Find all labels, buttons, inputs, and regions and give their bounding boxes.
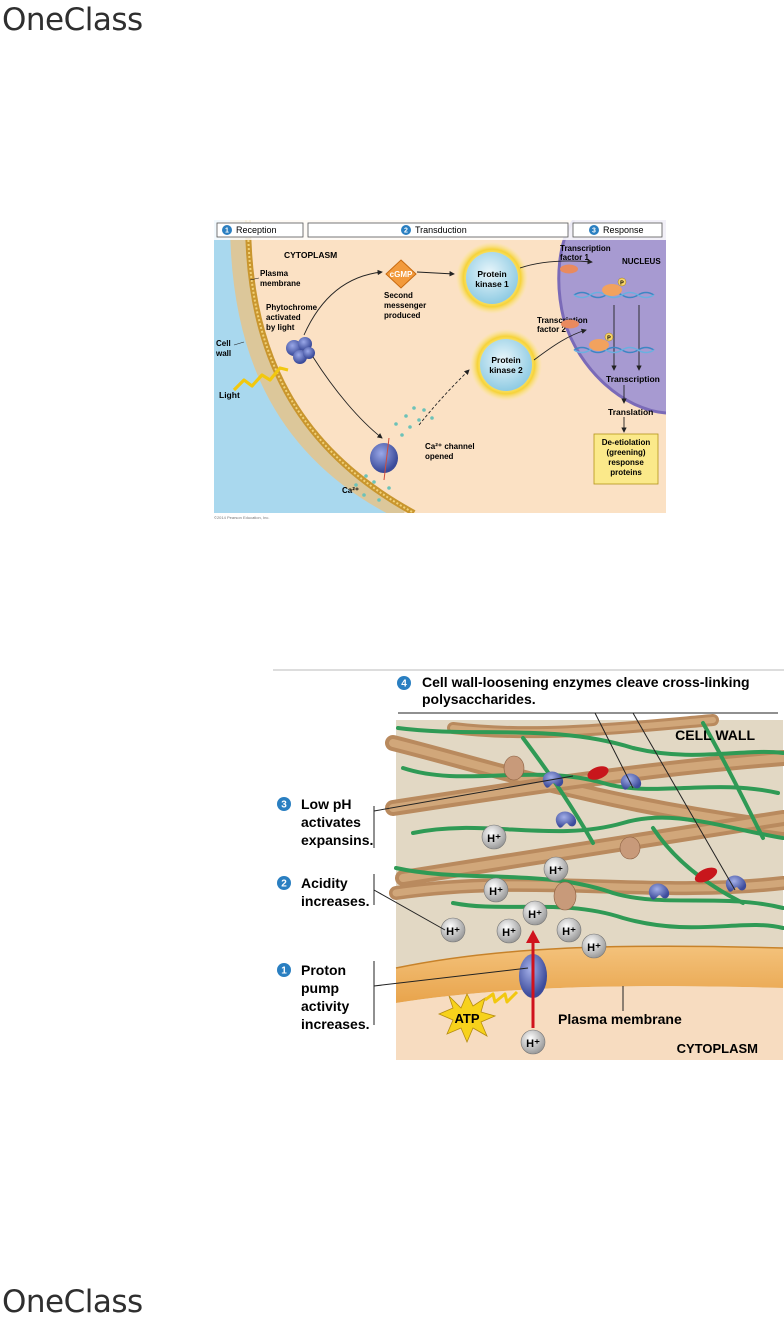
tf2-label-1: Transcription	[537, 316, 588, 325]
brand-name-bottom: OneClass	[2, 1284, 143, 1320]
second-messenger-label-3: produced	[384, 311, 421, 320]
calcium-ions	[354, 406, 434, 502]
ca-channel-label-1: Ca²⁺ channel	[425, 442, 475, 451]
ca-ion-label: Ca²⁺	[342, 486, 359, 495]
response-proteins-1: De-etiolation	[602, 438, 651, 447]
pk2-label-1: Protein	[491, 355, 520, 365]
plasma-membrane-label: Plasma membrane	[558, 1011, 682, 1027]
brand-name: OneClass	[2, 2, 143, 38]
ca-channel-label-2: opened	[425, 452, 454, 461]
phytochrome-label-3: by light	[266, 323, 295, 332]
h-ion-4: H⁺	[528, 909, 542, 921]
response-proteins-3: response	[608, 458, 644, 467]
oneclass-logo-top: OneClass	[2, 2, 143, 38]
h-ion-group: H⁺ H⁺ H⁺ H⁺ H⁺ H⁺ H⁺ H⁺ H⁺	[440, 824, 607, 1055]
atp-burst-icon	[437, 993, 497, 1044]
cell-wall-loosening-diagram: 4 Cell wall-loosening enzymes cleave cro…	[273, 669, 784, 1060]
step3-line-2: activates	[301, 814, 361, 830]
response-proteins-box	[593, 433, 659, 485]
header-2-num: 2	[404, 228, 408, 235]
step4-line-2: polysaccharides.	[422, 691, 536, 707]
tf1-label-2: factor 1	[560, 253, 589, 262]
copyright-text: ©2014 Pearson Education, Inc.	[214, 515, 270, 520]
second-messenger-label-2: messenger	[384, 301, 426, 310]
transcription-label: Transcription	[606, 374, 660, 384]
h-ion-1: H⁺	[487, 833, 501, 845]
oneclass-logo-bottom: OneClass	[2, 1284, 143, 1320]
cell-wall-label-2: wall	[215, 349, 231, 358]
cgmp-diamond-icon	[385, 259, 417, 289]
step3-line-3: expansins.	[301, 832, 373, 848]
signal-transduction-diagram: 1 Reception 2 Transduction 3 Response CY…	[214, 220, 666, 513]
cytoplasm-label: CYTOPLASM	[284, 250, 337, 260]
protein-kinase-2	[470, 329, 542, 401]
cgmp-label: cGMP	[390, 270, 413, 279]
step3-num: 3	[281, 800, 287, 811]
step4-line-1: Cell wall-loosening enzymes cleave cross…	[422, 674, 750, 690]
header-reception: Reception	[236, 225, 277, 235]
step1-line-4: increases.	[301, 1016, 370, 1032]
tf1-shape	[560, 264, 578, 274]
step1-line-3: activity	[301, 998, 349, 1014]
step3-line-1: Low pH	[301, 796, 352, 812]
phytochrome-label-1: Phytochrome	[266, 303, 318, 312]
step2-num: 2	[281, 879, 287, 890]
translation-label: Translation	[608, 407, 653, 417]
step2-line-2: increases.	[301, 893, 370, 909]
atp-label: ATP	[454, 1011, 479, 1026]
tf1-label-1: Transcription	[560, 244, 611, 253]
nucleus-label: NUCLEUS	[622, 257, 661, 266]
step1-line-2: pump	[301, 980, 339, 996]
energy-zigzag-icon	[484, 990, 519, 1004]
wall-loosening-enzymes	[587, 766, 718, 883]
h-ion-2: H⁺	[549, 865, 563, 877]
light-zigzag-icon	[232, 366, 289, 392]
phytochrome-protein	[286, 337, 315, 364]
cross-linking-polysaccharides	[394, 721, 784, 930]
h-ion-3: H⁺	[489, 886, 503, 898]
pectin-knots	[503, 755, 641, 911]
expansin-proteins	[542, 771, 747, 900]
cell-wall-label-1: Cell	[216, 339, 231, 348]
light-label: Light	[219, 390, 240, 400]
phytochrome-label-2: activated	[266, 313, 301, 322]
pk2-label-2: kinase 2	[489, 365, 523, 375]
header-response: Response	[603, 225, 644, 235]
tf2-shape	[561, 319, 579, 329]
h-ion-7: H⁺	[562, 926, 576, 938]
plasma-membrane	[396, 946, 783, 1003]
header-3-num: 3	[592, 228, 596, 235]
step2-line-1: Acidity	[301, 875, 348, 891]
tf2-label-2: factor 2	[537, 325, 566, 334]
pk1-label-2: kinase 1	[475, 279, 509, 289]
step4-num: 4	[401, 679, 407, 690]
response-proteins-4: proteins	[610, 468, 642, 477]
cytoplasm-label-2: CYTOPLASM	[677, 1041, 758, 1056]
h-ion-6: H⁺	[502, 927, 516, 939]
header-1-num: 1	[225, 228, 229, 235]
pk1-label-1: Protein	[477, 269, 506, 279]
protein-kinase-1	[456, 242, 528, 314]
step1-line-1: Proton	[301, 962, 346, 978]
phosphate-2: P	[607, 336, 611, 342]
step1-num: 1	[281, 966, 287, 977]
ca-channel	[370, 437, 398, 481]
h-ion-5: H⁺	[446, 926, 460, 938]
dna-strand-2	[573, 346, 655, 354]
response-proteins-2: (greening)	[606, 448, 645, 457]
phosphate-1: P	[620, 281, 624, 287]
header-transduction: Transduction	[415, 225, 467, 235]
h-ion-9: H⁺	[526, 1038, 540, 1050]
plasma-membrane-label-1: Plasma	[260, 269, 289, 278]
cell-wall-label: CELL WALL	[675, 727, 755, 743]
h-ion-8: H⁺	[587, 942, 601, 954]
second-messenger-label-1: Second	[384, 291, 413, 300]
plasma-membrane-label-2: membrane	[260, 279, 301, 288]
